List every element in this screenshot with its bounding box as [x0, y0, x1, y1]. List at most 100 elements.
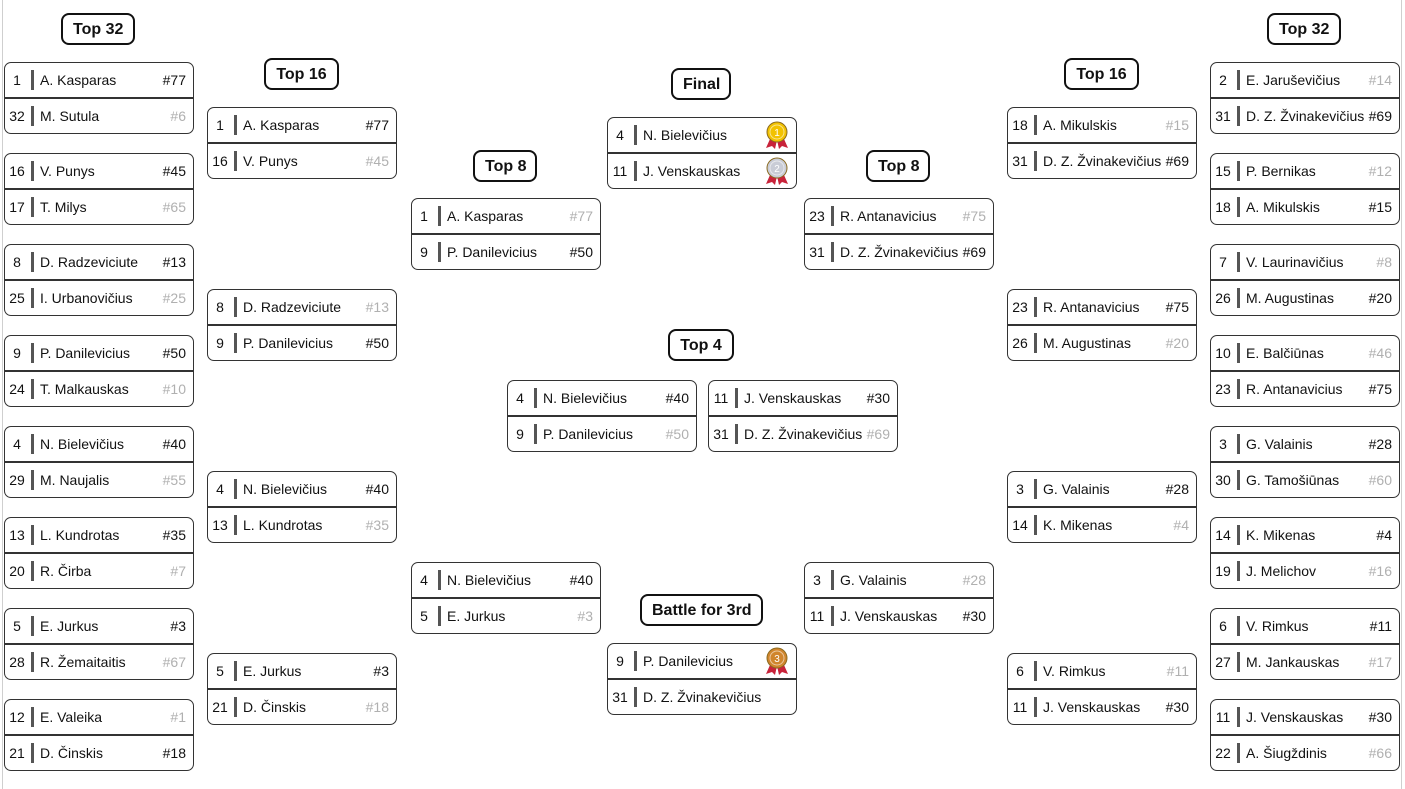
seed-divider: [31, 343, 34, 363]
seed-divider: [31, 470, 34, 490]
player-seed: 23: [1012, 299, 1028, 315]
seed-divider: [1034, 479, 1037, 499]
